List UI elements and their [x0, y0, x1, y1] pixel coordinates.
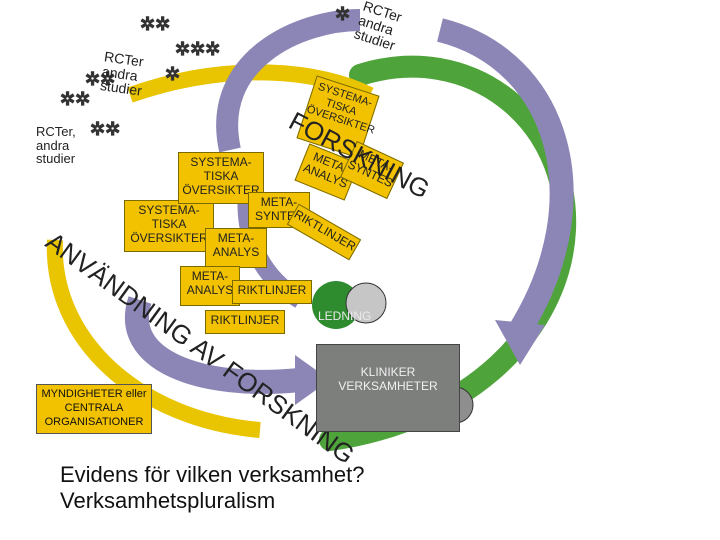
- purple-arrowhead-right: [495, 320, 545, 365]
- ledning-face: [345, 282, 387, 324]
- guideline-box-1: RIKTLINJER: [205, 310, 285, 334]
- svg-text:✲✲: ✲✲: [60, 89, 90, 109]
- purple-arrowhead-left: [295, 355, 330, 405]
- svg-text:✲✲: ✲✲: [90, 119, 120, 139]
- svg-text:✲: ✲: [335, 4, 350, 24]
- study-markers: ✲✲ ✲✲✲ ✲✲ ✲✲ ✲✲ ✲ ✲: [59, 3, 350, 139]
- question-line-2: Verksamhetspluralism: [60, 488, 276, 514]
- purple-arrow-top: [216, 9, 361, 153]
- authority-box: MYNDIGHETER eller CENTRALA ORGANISATIONE…: [36, 384, 152, 434]
- clinics-label: KLINIKER VERKSAMHETER: [338, 365, 438, 393]
- purple-arrow-left: [125, 296, 302, 394]
- svg-text:✲: ✲: [165, 64, 180, 84]
- meta-analysis-box-2: META- ANALYS: [180, 266, 240, 306]
- purple-arrow-right: [436, 18, 574, 337]
- systematic-review-box-1: SYSTEMA- TISKA ÖVERSIKTER: [124, 200, 214, 252]
- svg-text:✲✲: ✲✲: [85, 69, 115, 89]
- ledning-circle: [312, 281, 360, 329]
- rct-label-mid: RCTer andra studier: [99, 48, 145, 100]
- rct-label-left: RCTer, andra studier: [36, 124, 76, 167]
- evidence-question: Evidens för vilken verksamhet? Verksamhe…: [60, 462, 364, 515]
- yellow-arc-lower: [46, 239, 261, 438]
- guideline-box-2: RIKTLINJER: [232, 280, 312, 304]
- ledning-label: LEDNING: [318, 309, 372, 323]
- svg-text:✲✲✲: ✲✲✲: [175, 39, 220, 59]
- meta-analysis-box-1: META- ANALYS: [205, 228, 267, 268]
- question-line-1: Evidens för vilken verksamhet?: [60, 462, 365, 487]
- clinics-box: KLINIKER VERKSAMHETER: [316, 344, 460, 432]
- svg-text:✲✲: ✲✲: [140, 14, 170, 34]
